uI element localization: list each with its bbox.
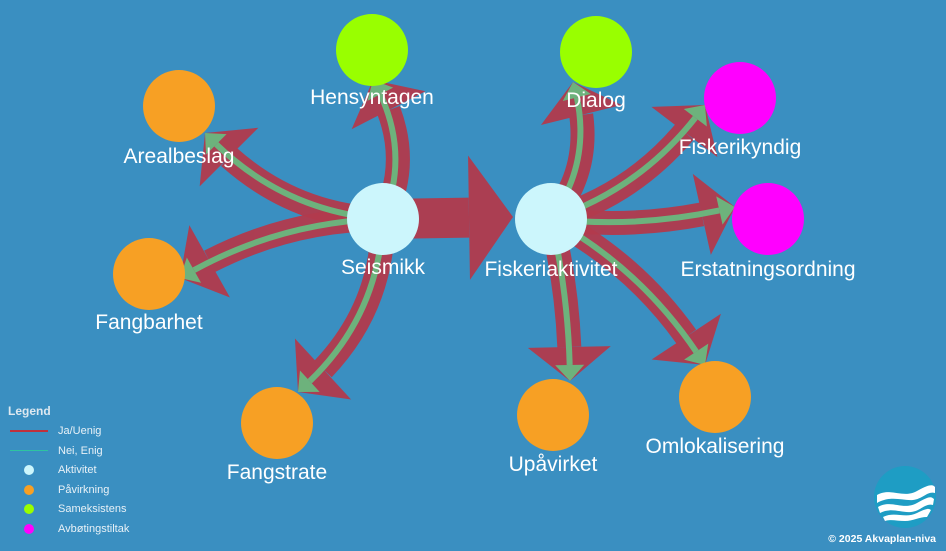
legend-item-avbotingstiltak: Avbøtingstiltak — [8, 522, 178, 542]
legend-item-nei-enig: Nei, Enig — [8, 444, 178, 464]
node-hensyntagen — [336, 14, 408, 86]
node-label-fangstrate: Fangstrate — [227, 461, 327, 484]
legend-label: Påvirkning — [58, 483, 110, 496]
diagram-nodes: Seismikk Fiskeriaktivitet Arealbeslag Hensy… — [95, 14, 856, 484]
legend-dot — [24, 523, 34, 534]
node-erstatningsordning — [732, 183, 804, 255]
node-label-hensyntagen: Hensyntagen — [310, 86, 434, 109]
legend-item-aktivitet: Aktivitet — [8, 463, 178, 483]
legend-dot — [24, 465, 34, 475]
legend: Legend Ja/Uenig Nei, Enig Aktivitet Påvi… — [8, 404, 178, 541]
legend-item-ja-uenig: Ja/Uenig — [8, 424, 178, 444]
node-label-fiskeriaktivitet: Fiskeriaktivitet — [484, 258, 617, 281]
node-fangstrate — [241, 387, 313, 459]
legend-label: Nei, Enig — [58, 444, 103, 457]
node-seismikk — [347, 183, 419, 255]
akvaplan-niva-logo — [874, 466, 936, 528]
node-label-dialog: Dialog — [566, 89, 626, 112]
node-arealbeslag — [143, 70, 215, 142]
node-dialog — [560, 16, 632, 88]
legend-dot — [24, 484, 34, 495]
legend-label: Sameksistens — [58, 503, 127, 515]
legend-label: Aktivitet — [58, 464, 97, 476]
node-label-arealbeslag: Arealbeslag — [124, 145, 235, 168]
legend-teal-line — [10, 449, 48, 451]
node-label-fangbarhet: Fangbarhet — [95, 311, 203, 334]
node-label-erstatningsordning: Erstatningsordning — [680, 258, 855, 281]
node-fiskeriaktivitet — [515, 183, 587, 255]
node-fiskerikyndig — [704, 62, 776, 134]
legend-label: Avbøtingstiltak — [58, 522, 130, 535]
legend-title: Legend — [8, 404, 51, 418]
copyright-text: © 2025 Akvaplan-niva — [828, 533, 936, 545]
node-upavirket — [517, 379, 589, 451]
node-label-seismikk: Seismikk — [341, 256, 426, 279]
legend-item-pavirkning: Påvirkning — [8, 483, 178, 503]
node-omlokalisering — [679, 361, 751, 433]
node-label-fiskerikyndig: Fiskerikyndig — [679, 136, 802, 159]
node-fangbarhet — [113, 238, 185, 310]
node-label-upavirket: Upåvirket — [509, 453, 598, 476]
legend-label: Ja/Uenig — [58, 425, 102, 437]
legend-red-line — [10, 430, 48, 432]
node-label-omlokalisering: Omlokalisering — [646, 435, 785, 458]
legend-item-sameksistens: Sameksistens — [8, 502, 178, 522]
legend-dot — [24, 504, 34, 514]
